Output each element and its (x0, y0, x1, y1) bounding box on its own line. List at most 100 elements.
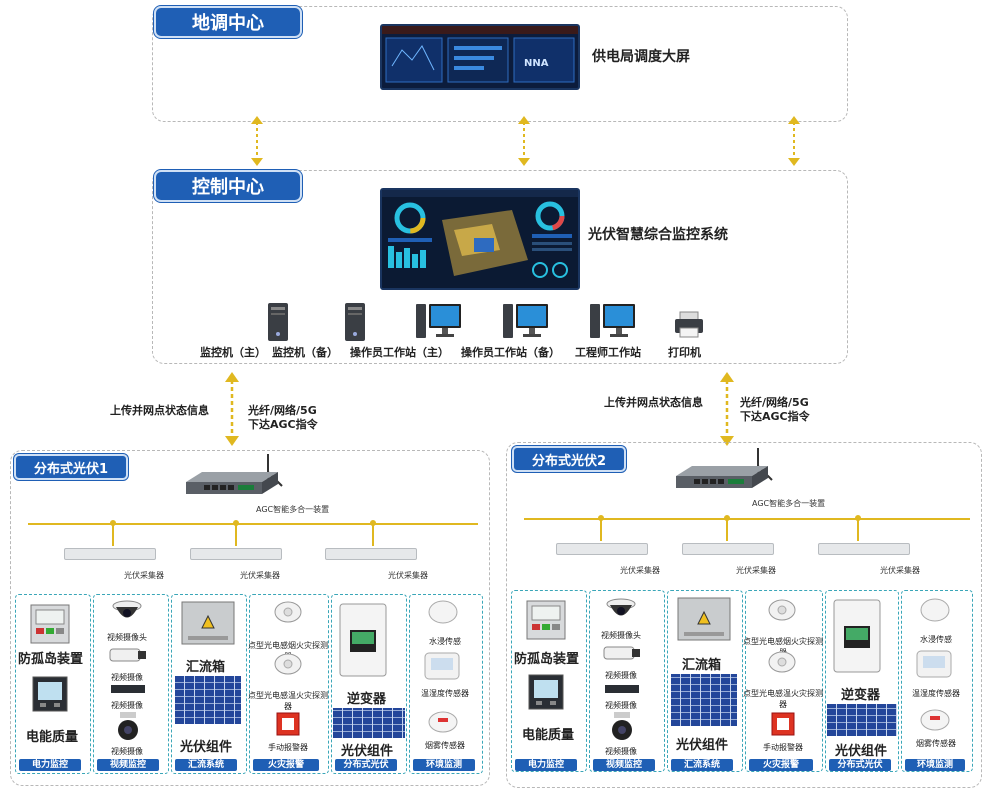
link-channel-line1-2: 光纤/网络/5G (740, 396, 809, 409)
control-center-title: 控制中心 (154, 170, 302, 202)
dome-camera-icon (112, 600, 142, 618)
dispatch-screen-caption: 供电局调度大屏 (592, 49, 690, 65)
camera-label: 视频摄像头 (107, 633, 147, 642)
collector-label: 光伏采集器 (240, 571, 280, 580)
power-quality-meter-icon (32, 676, 68, 712)
printer-icon (675, 311, 703, 338)
collector-label: 光伏采集器 (620, 566, 660, 575)
combiner-box-icon (677, 597, 731, 641)
bus-node (110, 520, 116, 526)
device-label-monitor-backup: 监控机（备） (272, 346, 338, 359)
device-label-operator-main: 操作员工作站（主） (350, 346, 449, 359)
dispatch-center-zone (152, 6, 848, 122)
device-label-engineer: 工程师工作站 (575, 346, 641, 359)
control-screen-caption: 光伏智慧综合监控系统 (588, 227, 728, 243)
manual-alarm-label: 手动报警器 (763, 743, 803, 752)
ptz-camera-icon (612, 712, 632, 740)
manual-alarm-label: 手动报警器 (268, 743, 308, 752)
heat-detector-label: 点型光电感温火灾探测器 (248, 691, 328, 711)
group-footer: 环境监测 (905, 759, 965, 771)
water-sensor-label: 水浸传感 (920, 635, 952, 644)
ptz-camera-icon (118, 712, 138, 740)
group-power-monitor (15, 594, 91, 774)
site-2-bus (524, 518, 970, 520)
camera-label: 视频摄像 (111, 701, 143, 710)
site-2-zone (506, 442, 982, 788)
heat-detector-icon (768, 651, 796, 673)
smoke-sensor-icon (920, 709, 950, 731)
pv-collector-device (190, 548, 282, 560)
manual-alarm-icon (771, 712, 795, 736)
solar-panel-image (175, 676, 241, 724)
group-footer: 电力监控 (515, 759, 577, 771)
device-label-monitor-main: 监控机（主） (200, 346, 266, 359)
camera-label: 视频摄像 (111, 747, 143, 756)
control-monitor-screen (380, 188, 580, 290)
manual-alarm-icon (276, 712, 300, 736)
site-2-title: 分布式光伏2 (512, 446, 626, 472)
bus-drop (112, 524, 114, 546)
bus-node (233, 520, 239, 526)
collector-label: 光伏采集器 (736, 566, 776, 575)
device-pv-module: 光伏组件 (341, 744, 394, 759)
bullet-camera-icon (603, 646, 640, 660)
collector-label: 光伏采集器 (880, 566, 920, 575)
anti-islanding-device-icon (526, 600, 566, 640)
camera-label: 视频摄像 (111, 673, 143, 682)
solar-panel-image (671, 674, 737, 726)
group-footer: 分布式光伏 (335, 759, 397, 771)
water-sensor-icon (428, 600, 458, 624)
server-tower-icon (268, 303, 288, 341)
camera-label: 视频摄像 (605, 701, 637, 710)
collector-label: 光伏采集器 (124, 571, 164, 580)
inverter-icon (833, 599, 881, 673)
pv-collector-device (682, 543, 774, 555)
gateway-device-icon (186, 454, 283, 494)
site-1-zone (10, 450, 490, 786)
dome-camera-icon (606, 598, 636, 616)
control-site-arrows (225, 372, 734, 446)
site-2-gateway-label: AGC智能多合一装置 (752, 499, 826, 508)
combiner-box-icon (181, 601, 235, 645)
group-footer: 视频监控 (593, 759, 655, 771)
dispatch-control-arrows (251, 116, 800, 166)
device-power-quality: 电能质量 (522, 728, 575, 743)
bus-node (724, 515, 730, 521)
site-1-title: 分布式光伏1 (14, 454, 128, 480)
group-footer: 汇流系统 (175, 759, 237, 771)
group-power-monitor (511, 590, 587, 772)
bullet-camera-icon (109, 648, 146, 662)
group-footer: 火灾报警 (253, 759, 319, 771)
smoke-sensor-label: 烟雾传感器 (425, 741, 465, 750)
group-fire-alarm (249, 594, 329, 774)
device-pv-module: 光伏组件 (180, 740, 233, 755)
anti-islanding-device-icon (30, 604, 70, 644)
bus-drop (857, 519, 859, 541)
smoke-detector-icon (768, 599, 796, 621)
workstation-icon (503, 304, 548, 338)
pv-collector-device (556, 543, 648, 555)
camera-label: 视频摄像 (605, 747, 637, 756)
temp-humidity-sensor-icon (916, 650, 952, 678)
power-quality-meter-icon (528, 674, 564, 710)
inverter-icon (339, 603, 387, 677)
workstation-icon (590, 304, 635, 338)
solar-panel-image (333, 708, 405, 738)
water-sensor-icon (920, 598, 950, 622)
pv-collector-device (818, 543, 910, 555)
bus-drop (235, 524, 237, 546)
bus-drop (372, 524, 374, 546)
site-1-bus (28, 523, 478, 525)
device-label-operator-backup: 操作员工作站（备） (461, 346, 560, 359)
bus-node (598, 515, 604, 521)
temp-humidity-sensor-icon (424, 652, 460, 680)
workstation-icon (416, 304, 461, 338)
server-tower-icon (345, 303, 365, 341)
group-fire-alarm (745, 590, 823, 772)
temp-humidity-sensor-label: 温湿度传感器 (421, 689, 469, 698)
smoke-sensor-label: 烟雾传感器 (916, 739, 956, 748)
bus-node (370, 520, 376, 526)
group-video-monitor (589, 590, 665, 772)
group-footer: 分布式光伏 (829, 759, 891, 771)
group-footer: 环境监测 (413, 759, 475, 771)
